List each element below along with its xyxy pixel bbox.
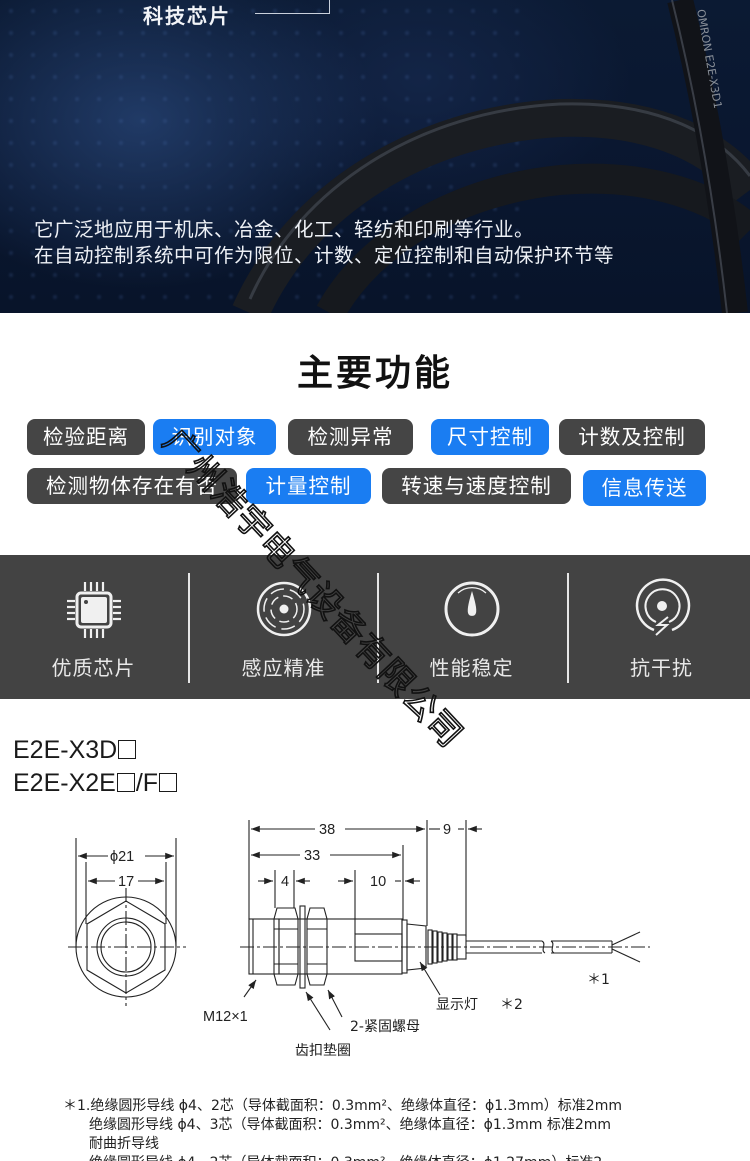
anti-interference-icon: [635, 578, 690, 636]
chip-icon: [66, 582, 121, 638]
dimension-drawing: ϕ21 17 38 9 33 4 10 M12×1 显示灯 ＊2 ＊1 2-紧固…: [68, 820, 650, 1059]
feature-tag: 检测物体存在有否: [27, 468, 237, 504]
feature-tag: 计数及控制: [559, 419, 705, 455]
highlight-label: 感应精准: [241, 656, 326, 680]
feature-tag: 计量控制: [246, 468, 371, 504]
note-line: ＊1.绝缘圆形导线 ϕ4、2芯（导体截面积：0.3mm²、绝缘体直径：ϕ1.3m…: [63, 1098, 622, 1114]
model-code: E2E-X3D: [13, 736, 118, 764]
dim-nut-width: 4: [281, 874, 289, 890]
placeholder-box: [159, 773, 178, 792]
feature-tag: 转速与速度控制: [382, 468, 571, 504]
label-note-1: ＊1: [587, 972, 610, 988]
highlight-label: 性能稳定: [429, 656, 514, 680]
feature-tag: 信息传送: [583, 470, 706, 506]
hero-description-line: 它广泛地应用于机床、冶金、化工、轻纺和印刷等行业。: [34, 218, 535, 241]
dim-outer-diameter: ϕ21: [110, 849, 134, 865]
placeholder-box: [118, 740, 137, 759]
model-code-suffix: /F: [135, 769, 159, 797]
note-line: 耐曲折导线: [89, 1136, 159, 1152]
dim-indicator: 10: [370, 874, 386, 890]
feature-tag: 尺寸控制: [431, 419, 549, 455]
highlights-band: 优质芯片 感应精准 性能稳定 抗干扰: [0, 555, 750, 699]
label-lock-nuts: 2-紧固螺母: [350, 1019, 420, 1035]
label-tooth-washer: 齿扣垫圈: [295, 1043, 351, 1059]
hero-description: 它广泛地应用于机床、冶金、化工、轻纺和印刷等行业。 在自动控制系统中可作为限位、…: [34, 217, 614, 269]
highlight-item: 抗干扰: [568, 555, 750, 699]
sensor-target-icon: [256, 581, 311, 637]
hero-banner: OMRON E2E-X3D1 科技芯片 它广泛地应用于机床、冶金、化工、轻纺和印…: [0, 0, 750, 313]
feature-tag: 检验距离: [27, 419, 145, 455]
dim-across-flats: 17: [118, 874, 134, 890]
highlight-label: 抗干扰: [630, 656, 693, 680]
gauge-icon: [444, 581, 499, 637]
hero-description-line: 在自动控制系统中可作为限位、计数、定位控制和自动保护环节等: [34, 244, 615, 267]
dim-body-length: 33: [304, 848, 320, 864]
hero-title: 科技芯片: [143, 4, 231, 28]
label-thread: M12×1: [203, 1009, 248, 1025]
section-title: 主要功能: [296, 353, 453, 394]
dim-total-length: 38: [319, 822, 335, 838]
divider: [377, 573, 379, 683]
note-line: 绝缘圆形导线 ϕ4、2芯（导体截面积：0.3mm²、绝缘体直径：ϕ1.27mm）…: [63, 1154, 622, 1161]
highlight-item: 性能稳定: [378, 555, 565, 699]
divider: [188, 573, 190, 683]
dim-cable-boot: 9: [443, 822, 451, 838]
highlight-label: 优质芯片: [51, 656, 136, 680]
label-note-2: ＊2: [500, 997, 523, 1013]
divider: [567, 573, 569, 683]
model-number: E2E-X2E/F: [13, 769, 178, 798]
placeholder-box: [116, 773, 135, 792]
cable-image: OMRON E2E-X3D1: [232, 0, 750, 313]
model-number: E2E-X3D: [13, 736, 137, 765]
feature-tag: 检测异常: [288, 419, 413, 455]
model-code: E2E-X2E: [13, 769, 116, 797]
highlight-item: 感应精准: [190, 555, 377, 699]
highlight-item: 优质芯片: [0, 555, 187, 699]
note-line: 绝缘圆形导线 ϕ4、3芯（导体截面积：0.3mm²、绝缘体直径：ϕ1.3mm 标…: [89, 1117, 612, 1133]
label-indicator-lamp: 显示灯: [436, 997, 478, 1013]
hero-decorative-line: [255, 0, 330, 14]
feature-tag: 识别对象: [153, 419, 276, 455]
cable-notes: ＊1.绝缘圆形导线 ϕ4、2芯（导体截面积：0.3mm²、绝缘体直径：ϕ1.3m…: [63, 1097, 622, 1161]
